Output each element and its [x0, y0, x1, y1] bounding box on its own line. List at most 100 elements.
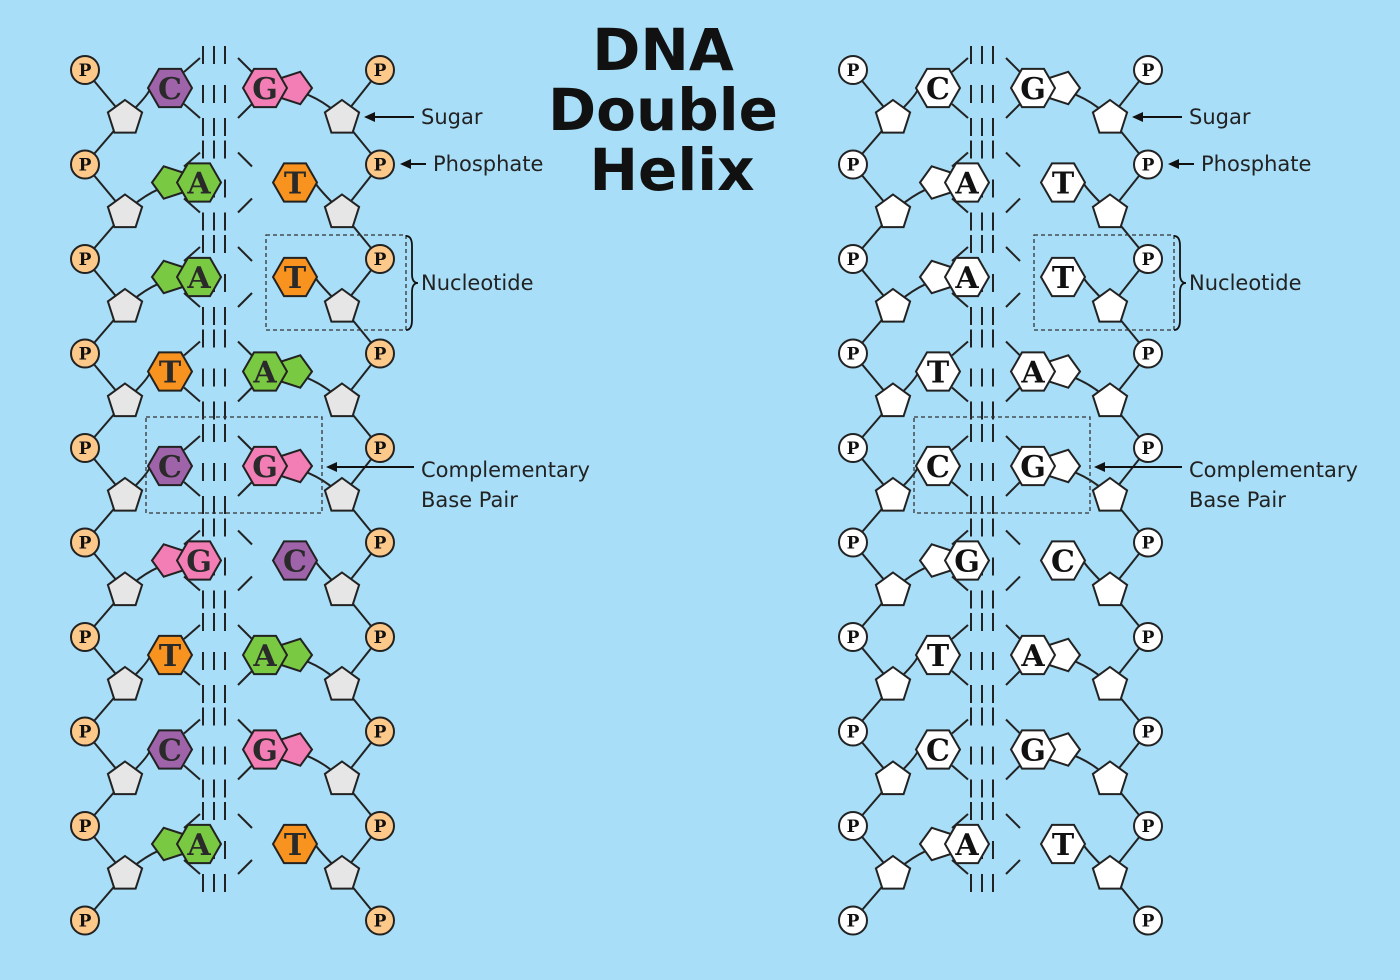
base-ring [146, 351, 194, 392]
sugar-pentagon [874, 287, 912, 323]
sugar-pentagon [323, 665, 361, 701]
phosphate-circle: P [365, 811, 395, 841]
nucleotide-brace [1173, 235, 1187, 331]
phosphate-circle: P [365, 527, 395, 558]
phosphate-letter: P [79, 250, 92, 270]
base-t-right: T [271, 256, 319, 298]
phosphate-circle: P [1133, 622, 1163, 652]
base-ring [943, 256, 991, 298]
base-letter: A [954, 167, 979, 202]
annotation-labels: SugarPhosphateNucleotideComplementaryBas… [326, 105, 590, 512]
hydrogen-bond-marks [951, 329, 1021, 420]
sugar-pentagon [106, 382, 144, 418]
phosphate-circle: P [70, 527, 100, 558]
sugar-pentagon [323, 98, 361, 134]
phosphate-circle: P [70, 338, 100, 369]
phosphate-letter: P [374, 817, 387, 837]
phosphate-letter: P [79, 912, 92, 932]
phosphate-letter: P [1142, 250, 1155, 270]
title-line-3: Helix [589, 136, 754, 204]
base-t-left: T [914, 634, 962, 676]
base-g-right: G [241, 729, 314, 770]
phosphate-circle: P [70, 622, 100, 652]
sugar-pentagon [874, 476, 912, 512]
base-pair-label: Base Pair [421, 488, 518, 512]
base-g-right: G [1009, 67, 1082, 109]
base-ring [1039, 162, 1087, 203]
base-ring [1009, 67, 1057, 109]
base-a-left: A [150, 162, 223, 203]
phosphate-circle: P [365, 244, 395, 274]
title-line-2: Double [548, 76, 778, 144]
base-letter: T [1052, 828, 1075, 863]
base-t-left: T [914, 351, 962, 392]
base-ring [271, 823, 319, 865]
phosphate-circle: P [1133, 716, 1163, 747]
base-letter: G [252, 450, 278, 485]
base-a-right: A [1009, 351, 1082, 392]
nucleotide-label: Nucleotide [1189, 271, 1302, 295]
base-a-right: A [1009, 634, 1082, 676]
sugar-pentagon [106, 98, 144, 134]
sugar-pentagon [1091, 382, 1129, 418]
base-letter: C [926, 734, 950, 769]
phosphate-letter: P [1142, 61, 1155, 81]
base-ring [1039, 540, 1087, 581]
phosphate-circle: P [838, 527, 868, 558]
base-ring [241, 351, 289, 392]
base-t-right: T [271, 823, 319, 865]
nucleotide-brace [405, 235, 419, 331]
base-letter: T [927, 639, 950, 674]
base-g-right: G [1009, 445, 1082, 487]
base-t-right: T [1039, 256, 1087, 298]
phosphate-circle: P [365, 55, 395, 85]
sugar-pentagon [1091, 476, 1129, 512]
phosphate-letter: P [79, 817, 92, 837]
sugar-pentagon [874, 854, 912, 890]
sugar-pentagon [874, 760, 912, 796]
base-ring [1009, 445, 1057, 487]
phosphate-circle: P [838, 433, 868, 463]
sugar-label: Sugar [421, 105, 483, 129]
phosphate-letter: P [374, 61, 387, 81]
phosphate-letter: P [79, 345, 92, 365]
base-ring [175, 256, 223, 298]
base-ring [241, 634, 289, 676]
phosphate-letter: P [1142, 817, 1155, 837]
nucleotide-highlight-box [265, 234, 407, 331]
phosphate-letter: P [847, 156, 860, 176]
base-ring [914, 445, 962, 487]
base-g-right: G [241, 445, 314, 487]
base-g-left: G [150, 540, 223, 581]
base-letter: T [284, 828, 307, 863]
phosphate-circle: P [838, 149, 868, 180]
phosphate-letter: P [374, 156, 387, 176]
base-letter: C [158, 72, 182, 107]
base-ring [1009, 729, 1057, 770]
base-c-left: C [914, 67, 962, 109]
phosphate-circle: P [1133, 527, 1163, 558]
base-ring [146, 445, 194, 487]
base-ring [914, 729, 962, 770]
sugar-pentagon [1091, 571, 1129, 607]
sugar-pentagon [1091, 665, 1129, 701]
sugar-pentagon [1091, 287, 1129, 323]
phosphate-circle: P [70, 716, 100, 747]
base-letter: A [186, 167, 211, 202]
base-pair-highlight-box [145, 416, 323, 514]
hydrogen-bond-marks [183, 329, 253, 420]
base-a-left: A [918, 162, 991, 203]
phosphate-circle: P [365, 905, 395, 936]
base-a-left: A [918, 256, 991, 298]
base-pair-highlight-box [913, 416, 1091, 514]
phosphate-letter: P [79, 534, 92, 554]
